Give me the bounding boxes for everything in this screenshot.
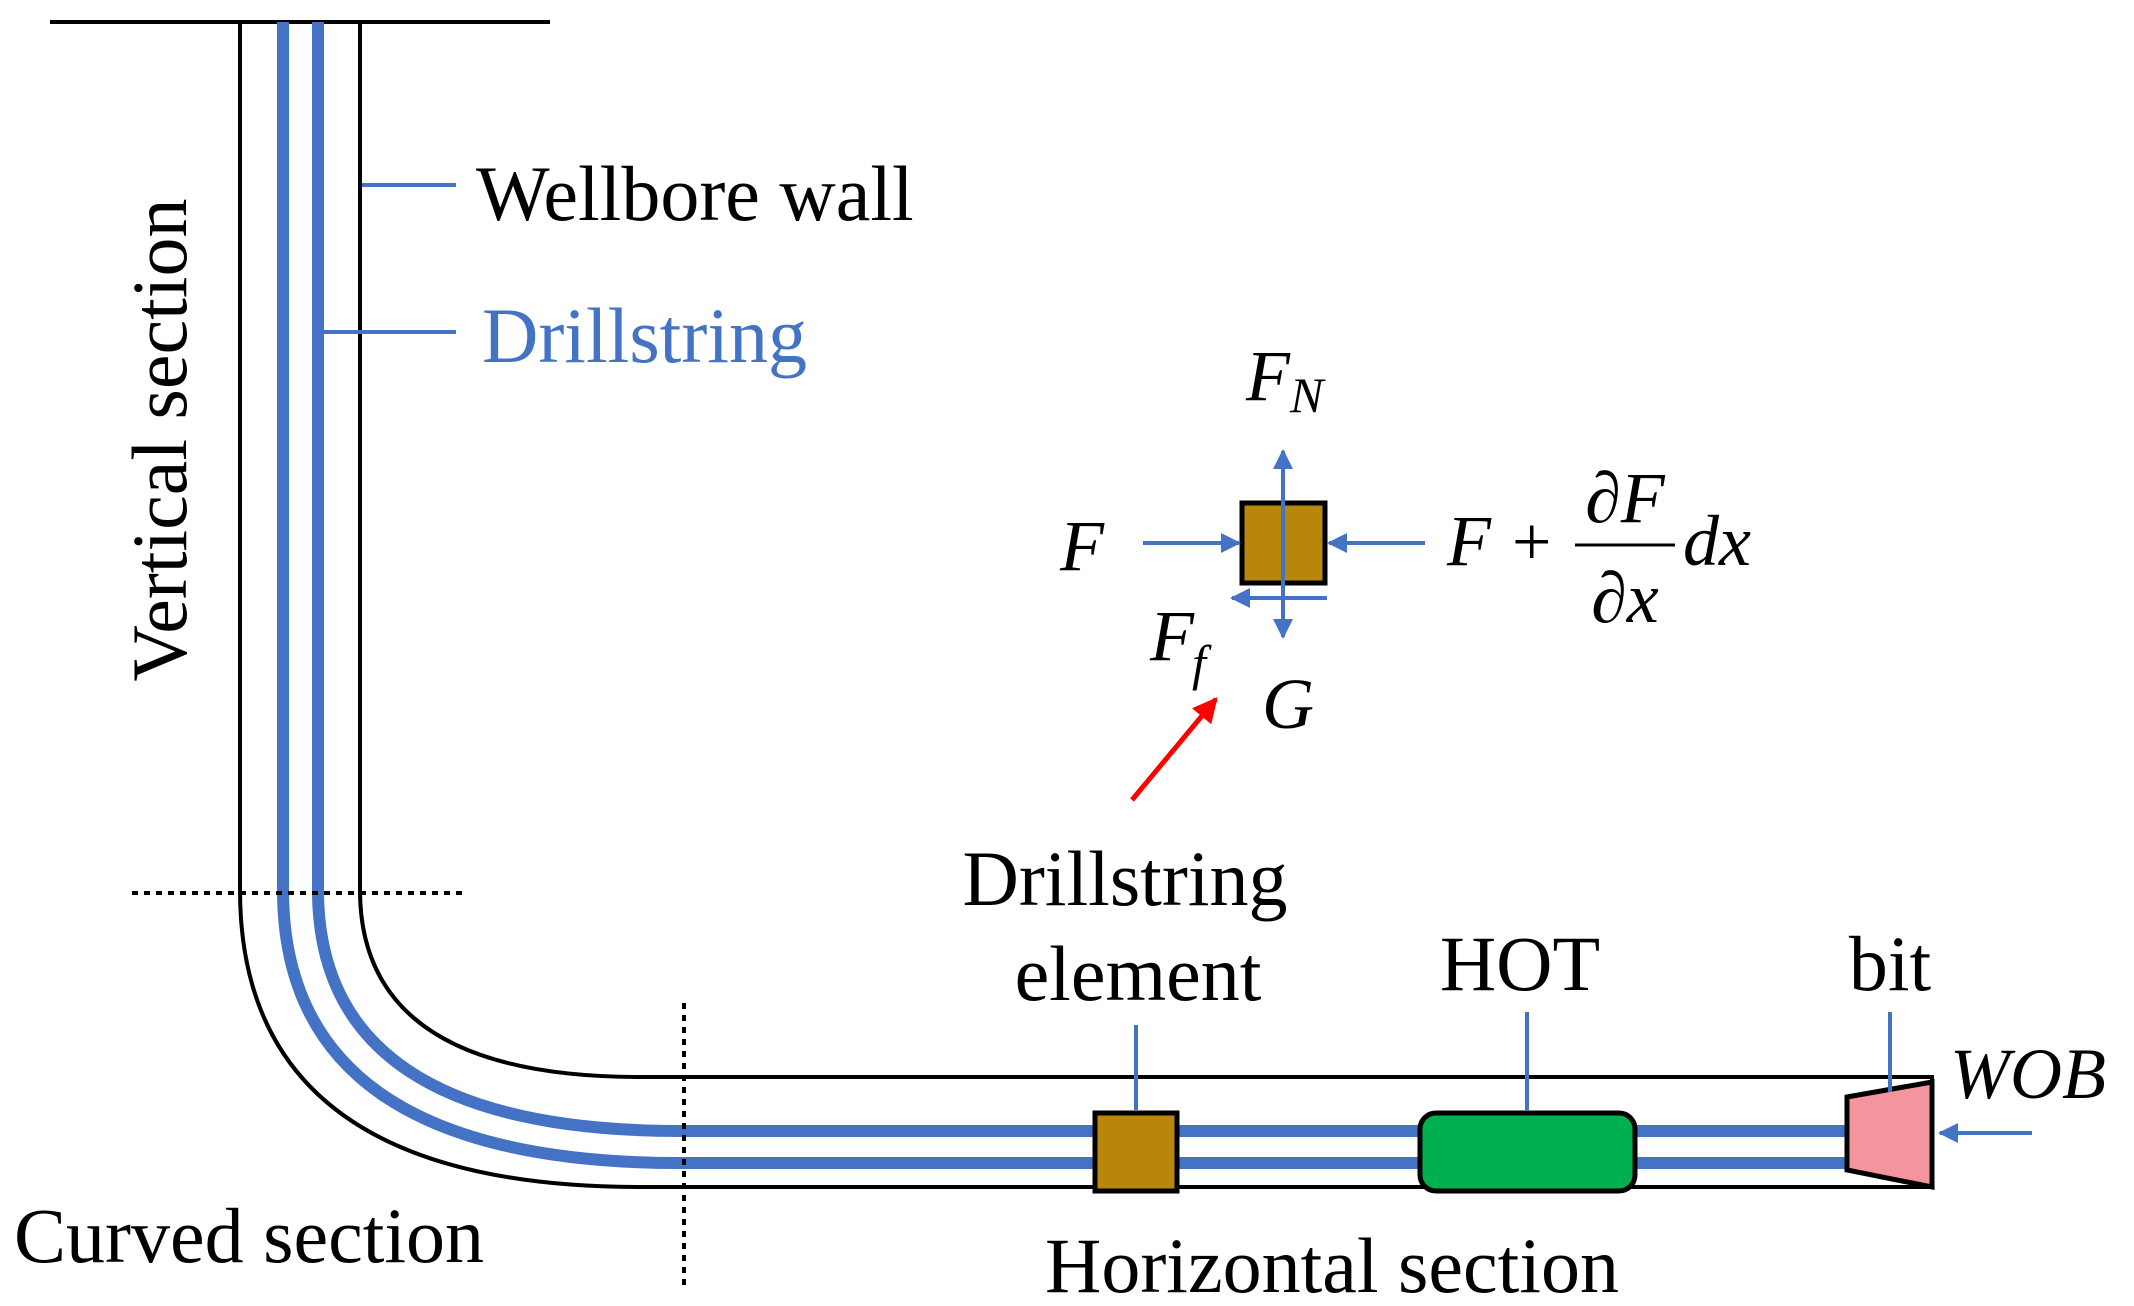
drillstring-element-block <box>1092 1110 1180 1194</box>
axial-force-left-label: F <box>1059 506 1105 586</box>
friction-force-subscript: f <box>1192 635 1212 691</box>
friction-force-label: F <box>1149 596 1195 676</box>
dx-label: dx <box>1683 501 1751 581</box>
drillstring-element-label-line2: element <box>1015 930 1262 1017</box>
gravity-force-label: G <box>1262 664 1314 744</box>
partial-x-label: ∂x <box>1591 558 1659 638</box>
plus-sign: + <box>1512 504 1551 581</box>
drillstring-label: Drillstring <box>482 292 807 379</box>
bit-label: bit <box>1849 920 1932 1007</box>
axial-force-right-label: F <box>1446 501 1492 581</box>
partial-f-label: ∂F <box>1585 458 1666 538</box>
curved-section-label: Curved section <box>14 1192 484 1279</box>
drillstring-line-right <box>312 22 1847 1137</box>
bit-shape <box>1844 1079 1935 1191</box>
horizontal-section-label: Horizontal section <box>1045 1222 1619 1306</box>
wellbore-inner-wall <box>358 22 1934 1110</box>
hot-tool-block <box>1417 1110 1638 1194</box>
wob-label: WOB <box>1950 1034 2106 1114</box>
normal-force-label: F <box>1245 336 1291 416</box>
vertical-section-label: Vertical section <box>116 199 203 682</box>
wellbore-outer-wall <box>238 22 1934 1189</box>
element-pointer-arrow <box>1130 697 1218 802</box>
drillstring-line-left <box>277 22 1847 1169</box>
wellbore-wall-label: Wellbore wall <box>476 150 914 237</box>
hot-label: HOT <box>1440 920 1600 1007</box>
normal-force-subscript: N <box>1289 367 1326 423</box>
drillstring-element-label-line1: Drillstring <box>963 835 1288 922</box>
